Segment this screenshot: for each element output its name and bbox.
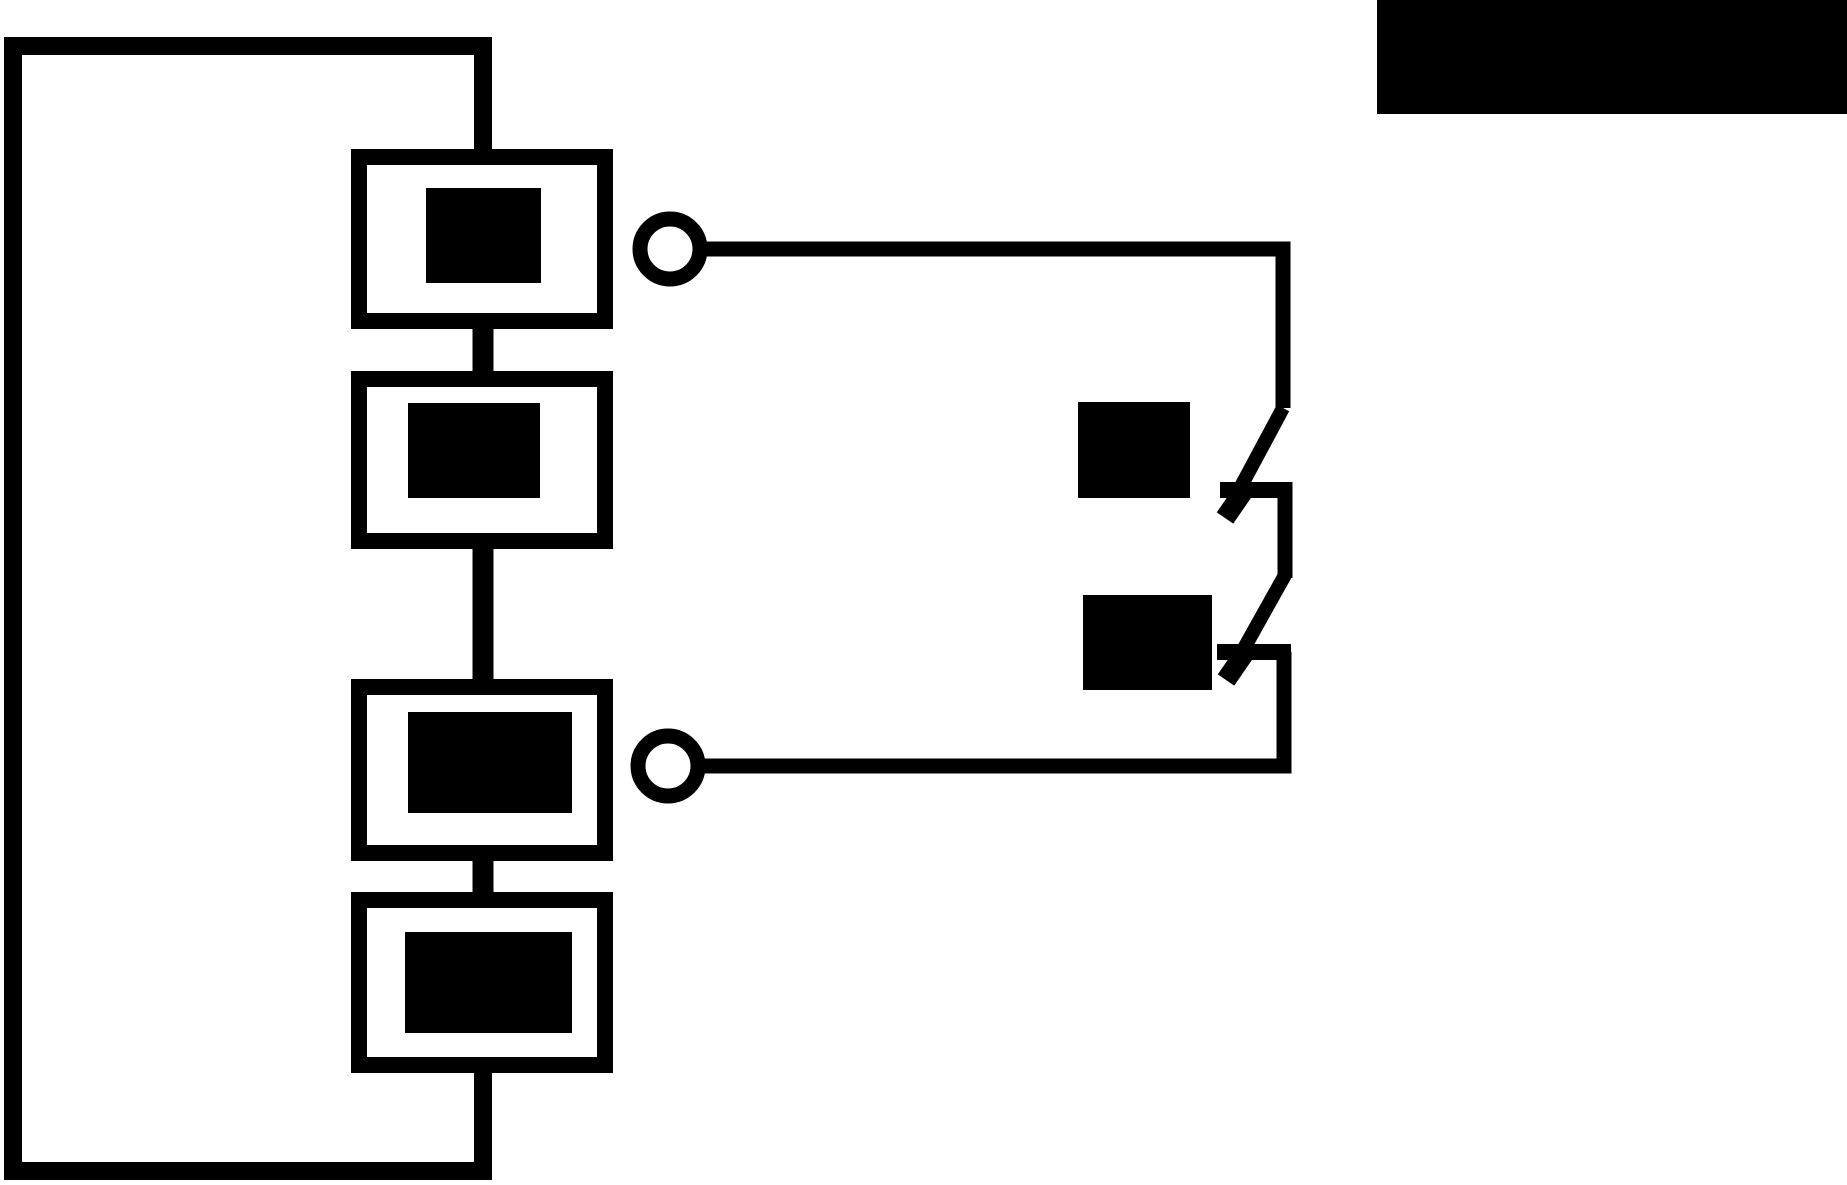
series-box-4-frame: [351, 892, 613, 1073]
wire-top-terminal-to-switch: [702, 241, 1291, 408]
redacted-label-upper-contact: [1078, 402, 1190, 498]
series-box-3-redacted-label: [408, 712, 572, 813]
outer-loop-wire: [4, 37, 492, 1180]
redacted-corner-block: [1377, 0, 1847, 114]
wire-bottom-terminal-to-switch: [700, 652, 1292, 774]
series-box-3-frame: [351, 679, 613, 861]
terminal-bottom-ring: [630, 728, 706, 804]
series-box-2-redacted-label: [408, 403, 540, 498]
redacted-label-lower-contact: [1083, 595, 1212, 690]
series-box-2-frame: [351, 371, 613, 549]
series-box-4-redacted-label: [405, 932, 572, 1033]
series-box-1-redacted-label: [426, 188, 541, 283]
terminal-top-ring: [632, 211, 708, 287]
series-box-1-frame: [351, 149, 613, 329]
